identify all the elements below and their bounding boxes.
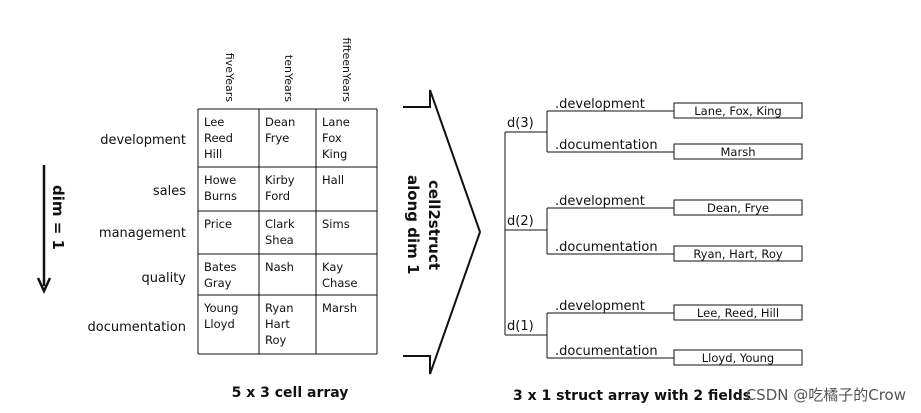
cell-name: Price xyxy=(204,217,232,231)
field-name: .development xyxy=(555,194,645,209)
dim-label: dim = 1 xyxy=(49,185,67,250)
cell-name: Marsh xyxy=(322,301,357,315)
cell-name: Lane xyxy=(322,115,350,129)
field-value: Lee, Reed, Hill xyxy=(697,306,779,320)
field-value: Ryan, Hart, Roy xyxy=(693,247,783,261)
cell2struct-arrow: cell2struct along dim 1 xyxy=(403,89,482,375)
column-header: tenYears xyxy=(282,55,295,102)
field-name: .development xyxy=(555,299,645,314)
cell-name: Nash xyxy=(265,260,294,274)
row-label: quality xyxy=(142,271,187,286)
cell-name: Young xyxy=(203,301,238,315)
field-name: .documentation xyxy=(555,240,658,255)
cell-name: King xyxy=(322,147,347,161)
cell-name: Howe xyxy=(204,173,236,187)
column-header: fiveYears xyxy=(223,53,236,102)
cell-name: Hill xyxy=(204,147,222,161)
field-name: .documentation xyxy=(555,344,658,359)
struct-array-caption: 3 x 1 struct array with 2 fields xyxy=(513,388,751,404)
cell-name: Frye xyxy=(265,131,289,145)
field-value-box xyxy=(673,143,803,160)
cell-name: Lloyd xyxy=(204,317,235,331)
cell-array-caption: 5 x 3 cell array xyxy=(232,385,349,401)
field-value-box xyxy=(673,245,803,262)
cell-name: Clark xyxy=(265,217,295,231)
dim-arrow: dim = 1 xyxy=(36,165,67,294)
arrow-line2: along dim 1 xyxy=(404,175,422,274)
column-headers: fiveYears tenYears fifteenYears xyxy=(223,38,353,103)
cell-name: Fox xyxy=(322,131,342,145)
arrow-line1: cell2struct xyxy=(425,180,443,270)
field-value: Dean, Frye xyxy=(707,201,769,215)
row-label: sales xyxy=(153,184,186,199)
cell-name: Kirby xyxy=(265,173,295,187)
cell-name: Roy xyxy=(265,333,287,347)
column-header: fifteenYears xyxy=(340,38,353,103)
row-labels: development sales management quality documen… xyxy=(88,133,187,335)
cell-name: Burns xyxy=(204,189,237,203)
cell-name: Hart xyxy=(265,317,290,331)
field-value: Lloyd, Young xyxy=(702,351,774,365)
node-label: d(1) xyxy=(507,319,534,334)
dim-arrow-head-icon xyxy=(36,277,52,294)
cell-contents: LeeReedHillDeanFryeLaneFoxKingHoweBurnsK… xyxy=(203,115,357,347)
cell-name: Gray xyxy=(204,276,232,290)
cell-name: Lee xyxy=(204,115,224,129)
field-value-box xyxy=(673,199,803,216)
field-value-box xyxy=(673,349,803,366)
row-label: development xyxy=(100,133,186,148)
cell2struct-arrow-outline xyxy=(403,89,482,375)
field-value-box xyxy=(673,304,803,321)
field-name: .development xyxy=(555,97,645,112)
node-label: d(2) xyxy=(507,214,534,229)
row-label: management xyxy=(99,226,186,241)
cell-name: Ford xyxy=(265,189,290,203)
cell-name: Bates xyxy=(204,260,237,274)
field-value-box xyxy=(673,102,803,119)
cell-name: Reed xyxy=(204,131,233,145)
node-label: d(3) xyxy=(507,116,534,131)
watermark: CSDN @吃橘子的Crow xyxy=(746,386,906,404)
cell-name: Ryan xyxy=(265,301,294,315)
cell-name: Shea xyxy=(265,233,294,247)
cell-name: Sims xyxy=(322,217,350,231)
cell-name: Chase xyxy=(322,276,357,290)
field-value: Marsh xyxy=(721,145,756,159)
field-name: .documentation xyxy=(555,138,658,153)
cell-name: Dean xyxy=(265,115,295,129)
field-value: Lane, Fox, King xyxy=(694,104,781,118)
struct-tree: d(3) .development Lane, Fox, King .document… xyxy=(504,97,803,366)
cell-name: Hall xyxy=(322,173,344,187)
row-label: documentation xyxy=(88,320,186,335)
cell-name: Kay xyxy=(322,260,343,274)
cell-array-grid xyxy=(197,108,378,355)
